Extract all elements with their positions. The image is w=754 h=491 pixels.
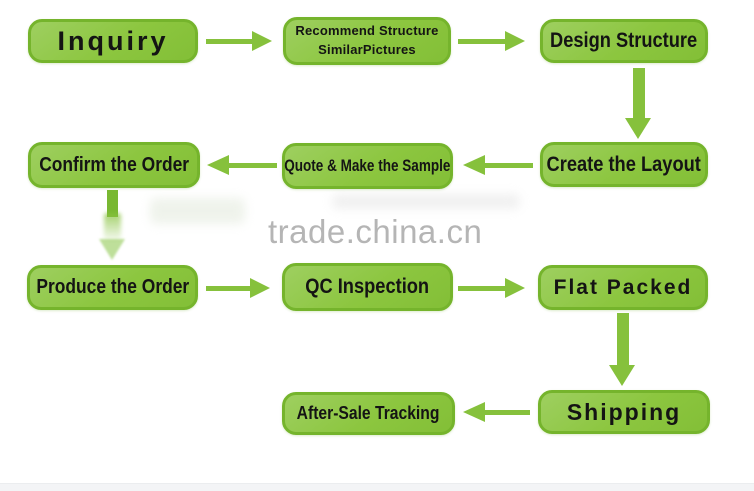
arrow-inquiry-to-recommend xyxy=(206,31,272,52)
flow-node-label: Create the Layout xyxy=(546,152,702,176)
flow-node-label-line2: SimilarPictures xyxy=(318,42,416,57)
flow-node-label: Inquiry xyxy=(57,25,169,56)
arrow-left-head-icon xyxy=(463,402,485,422)
arrow-shaft xyxy=(484,163,533,168)
arrow-shaft xyxy=(633,68,645,119)
arrow-shaft xyxy=(484,410,530,415)
arrow-left-head-icon xyxy=(463,155,485,175)
flow-node-label: Produce the Order xyxy=(36,276,189,298)
arrow-right-head-icon xyxy=(252,31,272,51)
flow-node-qc-inspection: QC Inspection xyxy=(282,263,453,311)
watermark-text: trade.china.cn xyxy=(268,213,483,250)
flow-node-create-layout: Create the Layout xyxy=(540,142,708,187)
arrow-shaft xyxy=(206,39,254,44)
arrow-fade xyxy=(104,213,121,241)
flow-node-label: QC Inspection xyxy=(305,275,430,298)
arrow-right-head-icon xyxy=(505,31,525,51)
flow-node-label: After-Sale Tracking xyxy=(297,403,440,423)
flow-node-shipping: Shipping xyxy=(538,390,710,434)
flow-node-after-sale-tracking: After-Sale Tracking xyxy=(282,392,455,435)
flow-node-produce-order: Produce the Order xyxy=(27,265,198,310)
arrow-shaft xyxy=(107,190,118,217)
arrow-down-head-icon xyxy=(625,118,651,139)
arrow-produce-order-to-qc-inspection xyxy=(206,278,272,299)
flow-node-design-structure: Design Structure xyxy=(540,19,708,63)
arrow-qc-inspection-to-flat-packed xyxy=(458,278,525,299)
flow-node-label: Flat Packed xyxy=(553,275,693,299)
arrow-confirm-order-to-produce-order xyxy=(99,190,126,262)
arrow-quote-sample-to-confirm-order xyxy=(207,155,277,176)
arrow-right-head-icon xyxy=(505,278,525,298)
arrow-design-structure-to-create-layout xyxy=(625,68,652,139)
arrow-create-layout-to-quote-sample xyxy=(463,155,533,176)
arrow-down-head-icon xyxy=(609,365,635,386)
flow-node-recommend-structure: Recommend Structure SimilarPictures xyxy=(283,17,451,65)
flow-node-quote-make-sample: Quote & Make the Sample xyxy=(282,143,453,189)
arrow-flat-packed-to-shipping xyxy=(609,313,636,386)
flow-node-confirm-order: Confirm the Order xyxy=(28,142,200,188)
arrow-shaft xyxy=(228,163,277,168)
arrow-shaft xyxy=(617,313,629,366)
flow-node-label: Confirm the Order xyxy=(39,153,189,176)
flow-node-label: Design Structure xyxy=(550,29,698,52)
arrow-shipping-to-after-sale-tracking xyxy=(463,402,530,423)
arrow-shaft xyxy=(458,39,506,44)
watermark-blob xyxy=(332,194,520,209)
flow-node-inquiry: Inquiry xyxy=(28,19,198,63)
arrow-down-head-icon xyxy=(99,239,125,260)
arrow-recommend-to-design-structure xyxy=(458,31,525,52)
arrow-shaft xyxy=(458,286,506,291)
flow-node-flat-packed: Flat Packed xyxy=(538,265,708,310)
bottom-edge-strip xyxy=(0,483,754,491)
arrow-shaft xyxy=(206,286,252,291)
flow-node-label: Quote & Make the Sample xyxy=(284,156,451,175)
arrow-right-head-icon xyxy=(250,278,270,298)
flow-node-label-line1: Recommend Structure xyxy=(295,23,439,39)
watermark-blob xyxy=(150,198,245,224)
flow-node-label: Shipping xyxy=(566,398,682,425)
arrow-left-head-icon xyxy=(207,155,229,175)
